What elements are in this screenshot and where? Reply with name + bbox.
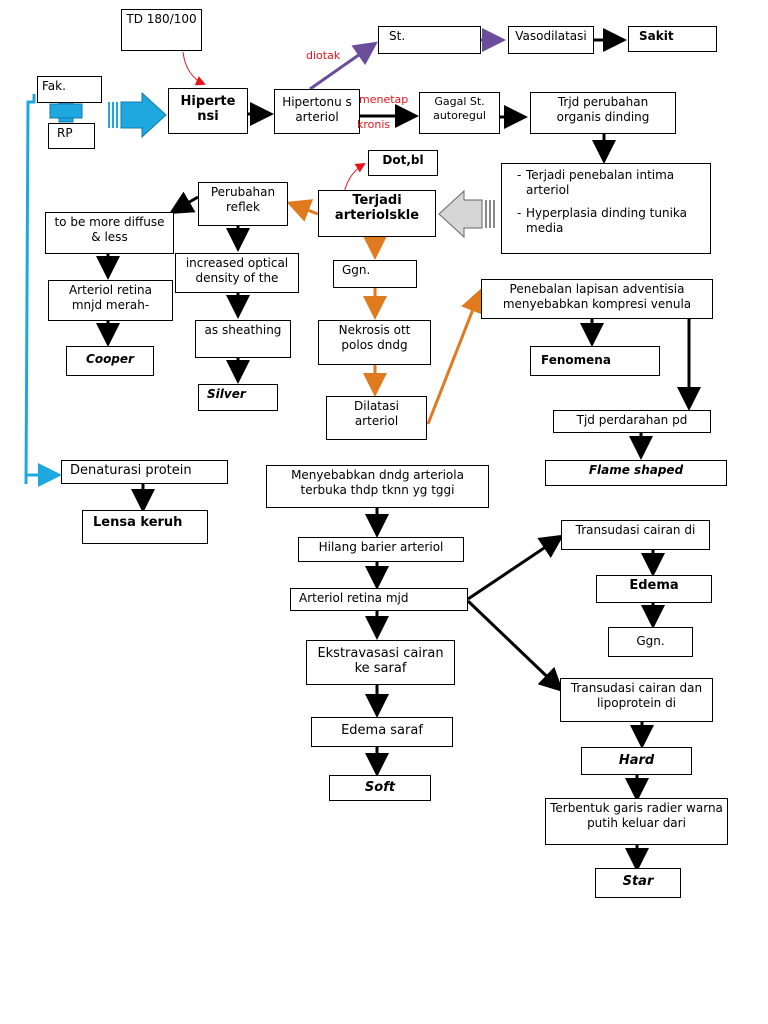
node-edema-saraf: Edema saraf [311, 717, 453, 747]
node-transudasi-2: Transudasi cairan dan lipoprotein di [560, 678, 713, 722]
node-fak: Fak. [37, 76, 102, 103]
node-sakit: Sakit [628, 26, 717, 52]
node-soft: Soft [329, 775, 431, 801]
label-diotak: diotak [306, 49, 341, 62]
node-td: TD 180/100 [121, 9, 202, 51]
orange-arrows [286, 199, 484, 425]
node-hard: Hard [581, 747, 692, 775]
node-st: St. [378, 26, 481, 54]
purple-arrows [309, 28, 506, 91]
node-cooper: Cooper [66, 346, 154, 376]
node-silver: Silver [198, 384, 278, 411]
label-kronis: kronis [357, 118, 391, 131]
penebalan-intima-item-2: Hyperplasia dinding tunika media [517, 206, 704, 236]
node-lensa-keruh: Lensa keruh [82, 510, 208, 544]
node-hipertonus: Hipertonu s arteriol [274, 89, 360, 134]
node-arteriol-retina-merah: Arteriol retina mnjd merah- [48, 280, 173, 321]
node-transudasi-1: Transudasi cairan di [561, 520, 710, 550]
node-flame-shaped: Flame shaped [545, 460, 727, 486]
node-increased-optical-density: increased optical density of the [175, 253, 299, 293]
node-edema: Edema [596, 575, 712, 603]
node-terbentuk-garis: Terbentuk garis radier warna putih kelua… [545, 798, 728, 845]
node-fenomena: Fenomena [530, 346, 660, 376]
node-star: Star [595, 868, 681, 898]
cyan-connector [24, 94, 62, 487]
node-as-sheathing: as sheathing [195, 320, 291, 358]
big-left-arrow-icon [438, 190, 495, 238]
node-penebalan-adventisia: Penebalan lapisan adventisia menyebabkan… [481, 279, 713, 319]
node-denaturasi-protein: Denaturasi protein [61, 460, 228, 484]
node-hipertensi: Hiperte nsi [168, 88, 248, 134]
node-ggn-1: Ggn. [333, 260, 417, 288]
node-menyebabkan-dndg: Menyebabkan dndg arteriola terbuka thdp … [266, 465, 489, 508]
node-tjd-perdarahan: Tjd perdarahan pd [553, 410, 711, 433]
node-dilatasi-arteriol: Dilatasi arteriol [326, 396, 427, 440]
node-arteriol-retina-mjd: Arteriol retina mjd [290, 588, 468, 611]
node-hilang-barier: Hilang barier arteriol [298, 537, 464, 562]
node-vasodilatasi: Vasodilatasi [508, 26, 594, 54]
node-nekrosis: Nekrosis ott polos dndg [318, 320, 431, 365]
penebalan-intima-item-1: Terjadi penebalan intima arteriol [517, 168, 704, 198]
node-gagal-autoregulasi: Gagal St. autoregul [419, 92, 500, 134]
node-terjadi-arteriolsklerosis: Terjadi arteriolskle [318, 190, 436, 237]
node-ggn-2: Ggn. [608, 627, 693, 657]
node-ekstravasasi: Ekstravasasi cairan ke saraf [306, 640, 455, 685]
node-perubahan-reflek: Perubahan reflek [198, 182, 288, 226]
label-menetap: menetap [359, 93, 409, 106]
black-arrows [96, 28, 701, 872]
node-trjd-perubahan: Trjd perubahan organis dinding [530, 92, 676, 134]
big-right-arrow-icon [108, 92, 167, 138]
node-dot-bl: Dot,bl [368, 150, 438, 176]
node-to-be-more-diffuse: to be more diffuse & less [45, 212, 174, 254]
node-penebalan-intima: Terjadi penebalan intima arteriol Hyperp… [501, 163, 711, 254]
node-rp: RP [48, 123, 95, 149]
